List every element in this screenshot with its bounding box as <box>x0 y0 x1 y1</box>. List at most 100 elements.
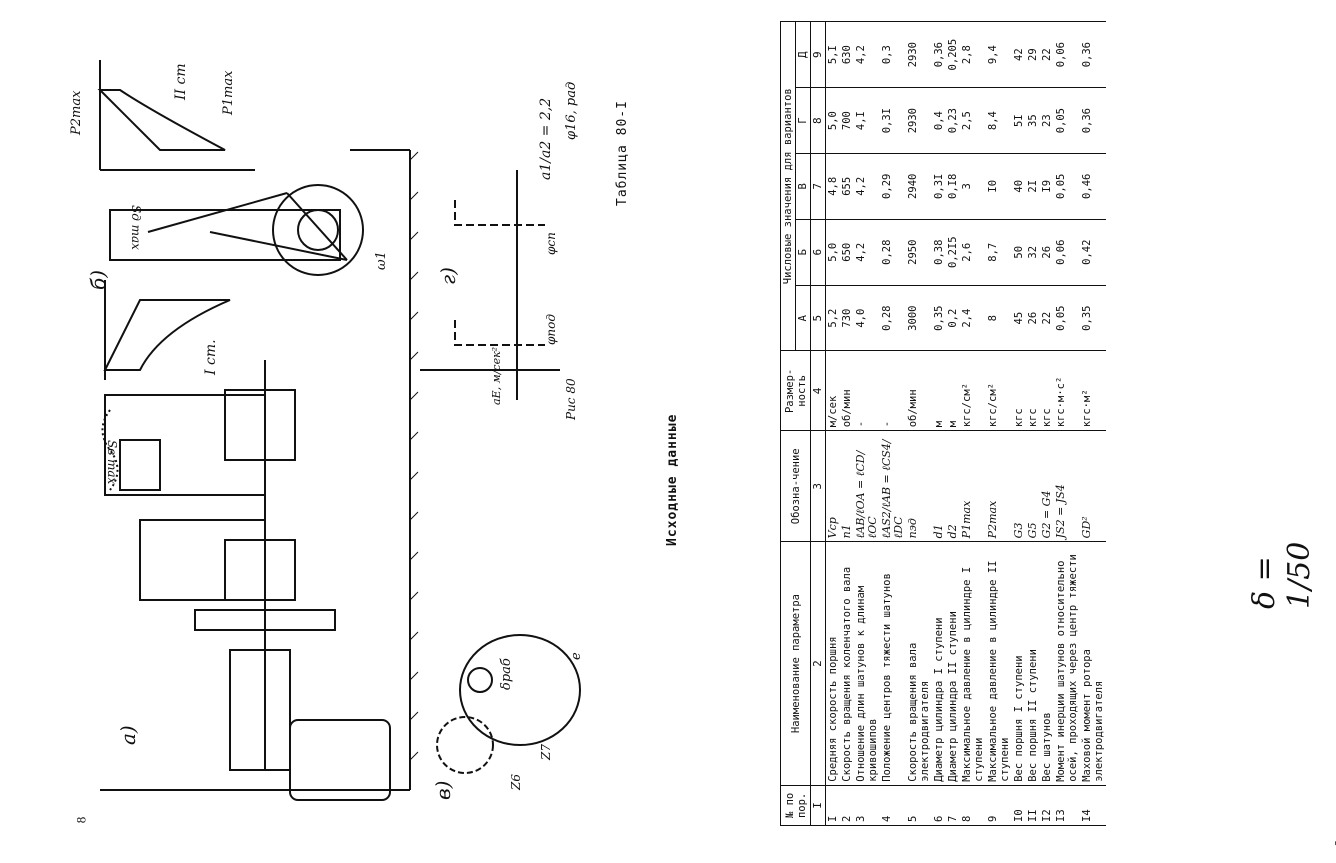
label-subfig-b: б) <box>86 270 110 290</box>
row-number: 9 <box>986 785 1012 826</box>
page-number-right: 9 <box>1331 840 1336 847</box>
variant-value: 35 <box>1026 87 1040 154</box>
variant-value: 0,3I <box>932 153 946 220</box>
label-ratio: a1/a2 = 2,2 <box>538 98 554 180</box>
index-cell: 9 <box>810 21 826 88</box>
parameter-symbol: JS2 = JS4 <box>1054 430 1080 542</box>
variant-value: 0,36 <box>932 21 946 88</box>
cylinder-block <box>101 394 266 601</box>
variant-value: 2,5 <box>960 87 986 154</box>
variant-value: 0,36 <box>1080 21 1106 88</box>
variant-value: 9,4 <box>986 21 1012 88</box>
variant-value: 0,I8 <box>946 153 960 220</box>
parameter-symbol: GD² <box>1080 430 1106 542</box>
label-e: e <box>569 652 584 660</box>
variant-value: 40 <box>1012 153 1026 220</box>
parameter-unit: кгс·м² <box>1080 351 1106 431</box>
index-cell: 4 <box>810 351 826 431</box>
variant-value: 8,7 <box>986 219 1012 286</box>
label-stage2: II ст <box>173 63 189 101</box>
parameter-name: Скорость вращения вала электродвигателя <box>906 541 932 786</box>
row-number: I3 <box>1054 785 1080 826</box>
variant-value: 2930 <box>906 21 932 88</box>
variant-value: 630 <box>840 21 854 88</box>
row-number: II <box>1026 785 1040 826</box>
header-values-group: Числовые значения для вариантов <box>780 21 796 351</box>
label-z6: Z6 <box>509 774 523 791</box>
parameter-unit: кгс <box>1026 351 1040 431</box>
handwritten-note: δ = 1/50 <box>1247 541 1317 609</box>
variant-value: 0,05 <box>1054 153 1080 220</box>
variant-value: 2,4 <box>960 285 986 351</box>
variant-value: 0,3 <box>880 21 906 88</box>
variant-value: 50 <box>1012 219 1026 286</box>
mechanism-drawing: а) б) в) г) Рис 80 P2max P1max II ст I с… <box>69 60 584 801</box>
parameter-unit: - <box>854 351 880 431</box>
variant-value: 2950 <box>906 219 932 286</box>
index-cell: I <box>810 785 826 826</box>
linkage-diagram <box>109 184 364 276</box>
variant-value: 23 <box>1040 87 1054 154</box>
variant-value: 32 <box>1026 219 1040 286</box>
row-number: 5 <box>906 785 932 826</box>
variant-value: 3 <box>960 153 986 220</box>
parameter-symbol: d2 <box>946 430 960 542</box>
variant-value: 8 <box>986 285 1012 351</box>
drawing-page: а) б) в) г) Рис 80 P2max P1max II ст I с… <box>69 60 584 824</box>
table-page: Таблица 80-I Исходные данные № по пор. Н… <box>615 0 1336 863</box>
variant-value: 5,0 <box>825 219 840 286</box>
row-number: I4 <box>1080 785 1106 826</box>
variant-value: 0,2 <box>946 285 960 351</box>
row-number: 7 <box>946 785 960 826</box>
crankshaft <box>224 360 296 770</box>
variant-value: 0,46 <box>1080 153 1106 220</box>
variant-value: 26 <box>1026 285 1040 351</box>
parameter-symbol: ℓAB/ℓOA = ℓCD/ℓOC <box>854 430 880 542</box>
variant-value: 4,8 <box>825 153 840 220</box>
variant-value: 0,38 <box>932 219 946 286</box>
row-number: 6 <box>932 785 946 826</box>
parameter-unit: - <box>880 351 906 431</box>
header-variant-a: А <box>795 285 811 351</box>
variant-value: 26 <box>1040 219 1054 286</box>
cam-mechanism <box>436 634 581 774</box>
variant-value: 0,29 <box>880 153 906 220</box>
page-number-left: 8 <box>73 816 89 824</box>
variant-value: 4,2 <box>854 153 880 220</box>
label-subfig-v: в) <box>431 781 455 800</box>
parameter-unit: об/мин <box>840 351 854 431</box>
parameter-name: Вес поршня I ступени <box>1012 541 1026 786</box>
label-subfig-a: а) <box>116 725 140 745</box>
variant-value: 42 <box>1012 21 1026 88</box>
indicator-diagram-stage2 <box>97 60 255 171</box>
index-cell: 2 <box>810 541 826 786</box>
table-subtitle: Исходные данные <box>665 413 680 546</box>
variant-value: 0,36 <box>1080 87 1106 154</box>
cam-acceleration-diagram <box>420 170 560 400</box>
gearbox <box>229 649 291 771</box>
variant-value: 5,2 <box>825 285 840 351</box>
variant-value: 0,06 <box>1054 219 1080 286</box>
variant-value: 2940 <box>906 153 932 220</box>
variant-value: 0,06 <box>1054 21 1080 88</box>
label-z7: Z7 <box>539 744 553 761</box>
row-number: 4 <box>880 785 906 826</box>
parameter-name: Максимальное давление в цилиндре I ступе… <box>960 541 986 786</box>
table-rotated-container: Таблица 80-I Исходные данные № по пор. Н… <box>615 21 1336 826</box>
variant-value: 0,2I5 <box>946 219 960 286</box>
index-cell: 5 <box>810 285 826 351</box>
variant-value: 4,2 <box>854 219 880 286</box>
label-phi-pod: φпод <box>544 314 558 345</box>
parameter-symbol: n1 <box>840 430 854 542</box>
variant-value: 0,05 <box>1054 285 1080 351</box>
parameter-unit: кгс <box>1012 351 1026 431</box>
index-cell: 8 <box>810 87 826 154</box>
variant-value: 29 <box>1026 21 1040 88</box>
